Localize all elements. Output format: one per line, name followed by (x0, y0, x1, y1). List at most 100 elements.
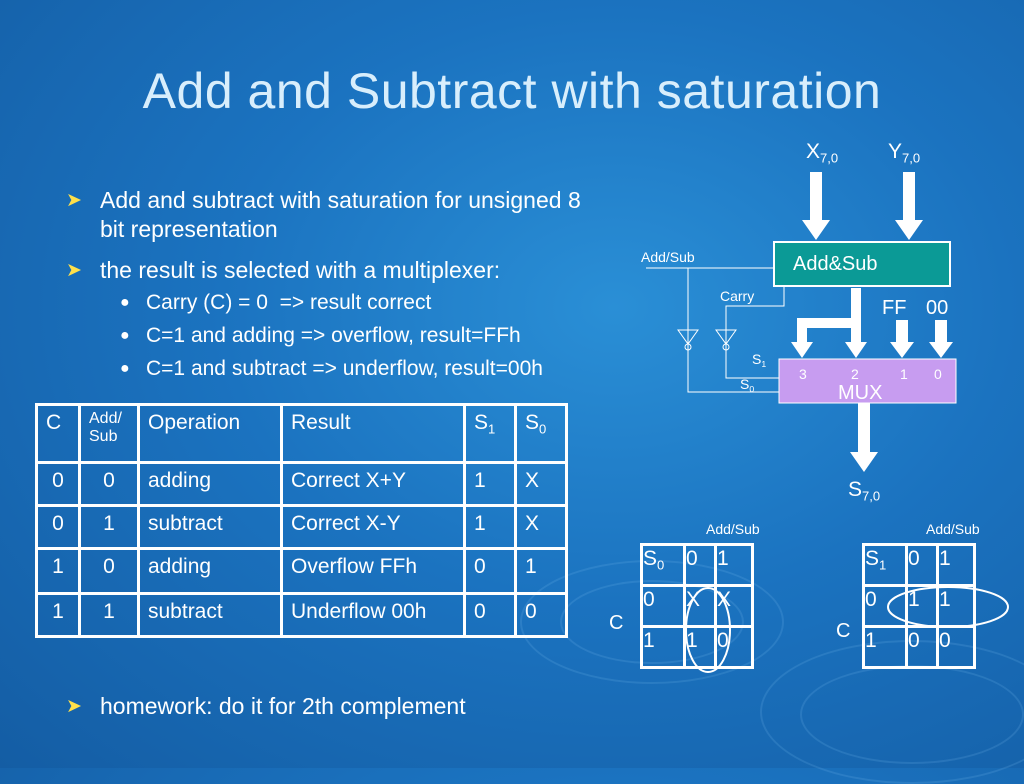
bullet-arrow-icon: ➤ (66, 696, 82, 717)
table-cell: Correct X-Y (291, 512, 401, 535)
kmap-s1-top-label: Add/Sub (926, 521, 980, 537)
s1-label: S1 (752, 351, 767, 370)
homework-text: homework: do it for 2th complement (100, 693, 466, 719)
s0-label: S0 (740, 376, 755, 395)
slide-title: Add and Subtract with saturation (142, 63, 882, 119)
table-cell: 1 (939, 588, 951, 611)
mux-input-2-label: 2 (851, 366, 859, 382)
bullet-dot-icon: ● (120, 294, 130, 311)
mux-input-3-arrow (791, 340, 813, 358)
ff-label: FF (882, 297, 907, 319)
kmap-s1-corner: S1 (865, 547, 887, 573)
inverter-bubble-icon (684, 343, 692, 351)
mux-label: MUX (838, 382, 883, 404)
header-s0: S0 (525, 411, 547, 437)
table-cell: 1 (643, 629, 655, 652)
zero-label: 00 (926, 297, 949, 319)
sub-bullet-3-text: C=1 and subtract => underflow, result=00… (146, 357, 543, 380)
table-row: 1 0 adding Overflow FFh 0 1 (35, 547, 568, 595)
table-row: 1 1 0 (640, 625, 754, 669)
table-cell: adding (148, 555, 212, 578)
add-sub-to-s0-wire (687, 268, 779, 393)
table-cell: adding (148, 469, 212, 492)
mux-output-arrow (850, 403, 878, 472)
table-cell: 0 (103, 469, 115, 492)
table-cell: 1 (103, 512, 115, 535)
table-row: 1 1 subtract Underflow 00h 0 0 (35, 592, 568, 638)
carry-wire (725, 286, 785, 379)
adder-box (773, 241, 951, 287)
table-cell: 1 (52, 555, 64, 578)
bullet-arrow-icon: ➤ (66, 260, 82, 281)
mux-input-1-label: 1 (900, 366, 908, 382)
table-cell: X (525, 469, 540, 492)
table-cell: 1 (474, 469, 486, 492)
table-cell: 1 (103, 600, 115, 623)
sub-bullet-1: ● Carry (C) = 0 => result correct (120, 289, 432, 317)
table-cell: 1 (865, 629, 877, 652)
homework-bullet: ➤ homework: do it for 2th complement (66, 692, 620, 721)
add-sub-label: Add/Sub (641, 249, 695, 265)
bullet-dot-icon: ● (120, 360, 130, 377)
bullet-arrow-icon: ➤ (66, 190, 82, 211)
table-cell: 0 (52, 469, 64, 492)
bullet-dot-icon: ● (120, 327, 130, 344)
header-c: C (46, 411, 62, 434)
adder-label: Add&Sub (793, 253, 878, 275)
kmap-s0-side-label: C (609, 612, 624, 634)
table-cell: X (686, 588, 701, 611)
sub-bullet-2-text: C=1 and adding => overflow, result=FFh (146, 324, 521, 347)
table-cell: 0 (103, 555, 115, 578)
table-row: S1 0 1 (862, 543, 976, 587)
table-cell: Underflow 00h (291, 600, 427, 623)
table-row: 0 X X (640, 584, 754, 628)
table-cell: Overflow FFh (291, 555, 418, 578)
zero-arrow (929, 320, 953, 358)
table-cell: X (717, 588, 732, 611)
kmap-s0-top-label: Add/Sub (706, 521, 760, 537)
table-cell: 0 (525, 600, 537, 623)
sub-bullet-2: ● C=1 and adding => overflow, result=FFh (120, 322, 521, 350)
table-cell: 1 (525, 555, 537, 578)
table-cell: 0 (643, 588, 655, 611)
adder-output-bus (851, 288, 861, 318)
mux-input-2-arrow (845, 328, 867, 358)
table-cell: 1 (686, 629, 698, 652)
inverter-bubble-icon (722, 343, 730, 351)
table-row: 1 0 0 (862, 625, 976, 669)
table-cell: 0 (52, 512, 64, 535)
sub-bullet-1-text: Carry (C) = 0 => result correct (146, 291, 432, 314)
table-cell: Correct X+Y (291, 469, 406, 492)
inverter-icon (677, 329, 699, 345)
bullet-2: ➤ the result is selected with a multiple… (66, 256, 620, 285)
mux-box (778, 358, 957, 404)
header-add-sub: Add/ Sub (89, 410, 122, 445)
mux-input-0-label: 0 (934, 366, 942, 382)
x-input-arrow (802, 172, 830, 240)
header-s1: S1 (474, 411, 496, 437)
carry-label: Carry (720, 288, 755, 304)
bus-branch (797, 318, 861, 340)
table-cell: subtract (148, 512, 223, 535)
y-input-label: Y7,0 (888, 140, 921, 166)
table-cell: 1 (52, 600, 64, 623)
inverter-icon (715, 329, 737, 345)
table-header-row: C Add/ Sub Operation Result S1 S0 (35, 403, 568, 464)
table-cell: 0 (865, 588, 877, 611)
sub-bullet-3: ● C=1 and subtract => underflow, result=… (120, 355, 543, 383)
bullet-1-text: Add and subtract with saturation for uns… (100, 187, 581, 242)
kmap-s0-corner: S0 (643, 547, 665, 573)
output-label: S7,0 (848, 478, 881, 504)
table-cell: 0 (474, 555, 486, 578)
table-row: 0 1 subtract Correct X-Y 1 X (35, 504, 568, 550)
table-row: 0 1 1 (862, 584, 976, 628)
table-cell: 0 (474, 600, 486, 623)
mux-input-3-label: 3 (799, 366, 807, 382)
table-cell: 1 (474, 512, 486, 535)
table-row: S0 0 1 (640, 543, 754, 587)
kmap-s0: S0 0 1 0 X X 1 1 0 (640, 543, 754, 669)
table-cell: subtract (148, 600, 223, 623)
table-cell: 1 (908, 588, 920, 611)
table-cell: 0 (908, 629, 920, 652)
x-input-label: X7,0 (806, 140, 839, 166)
